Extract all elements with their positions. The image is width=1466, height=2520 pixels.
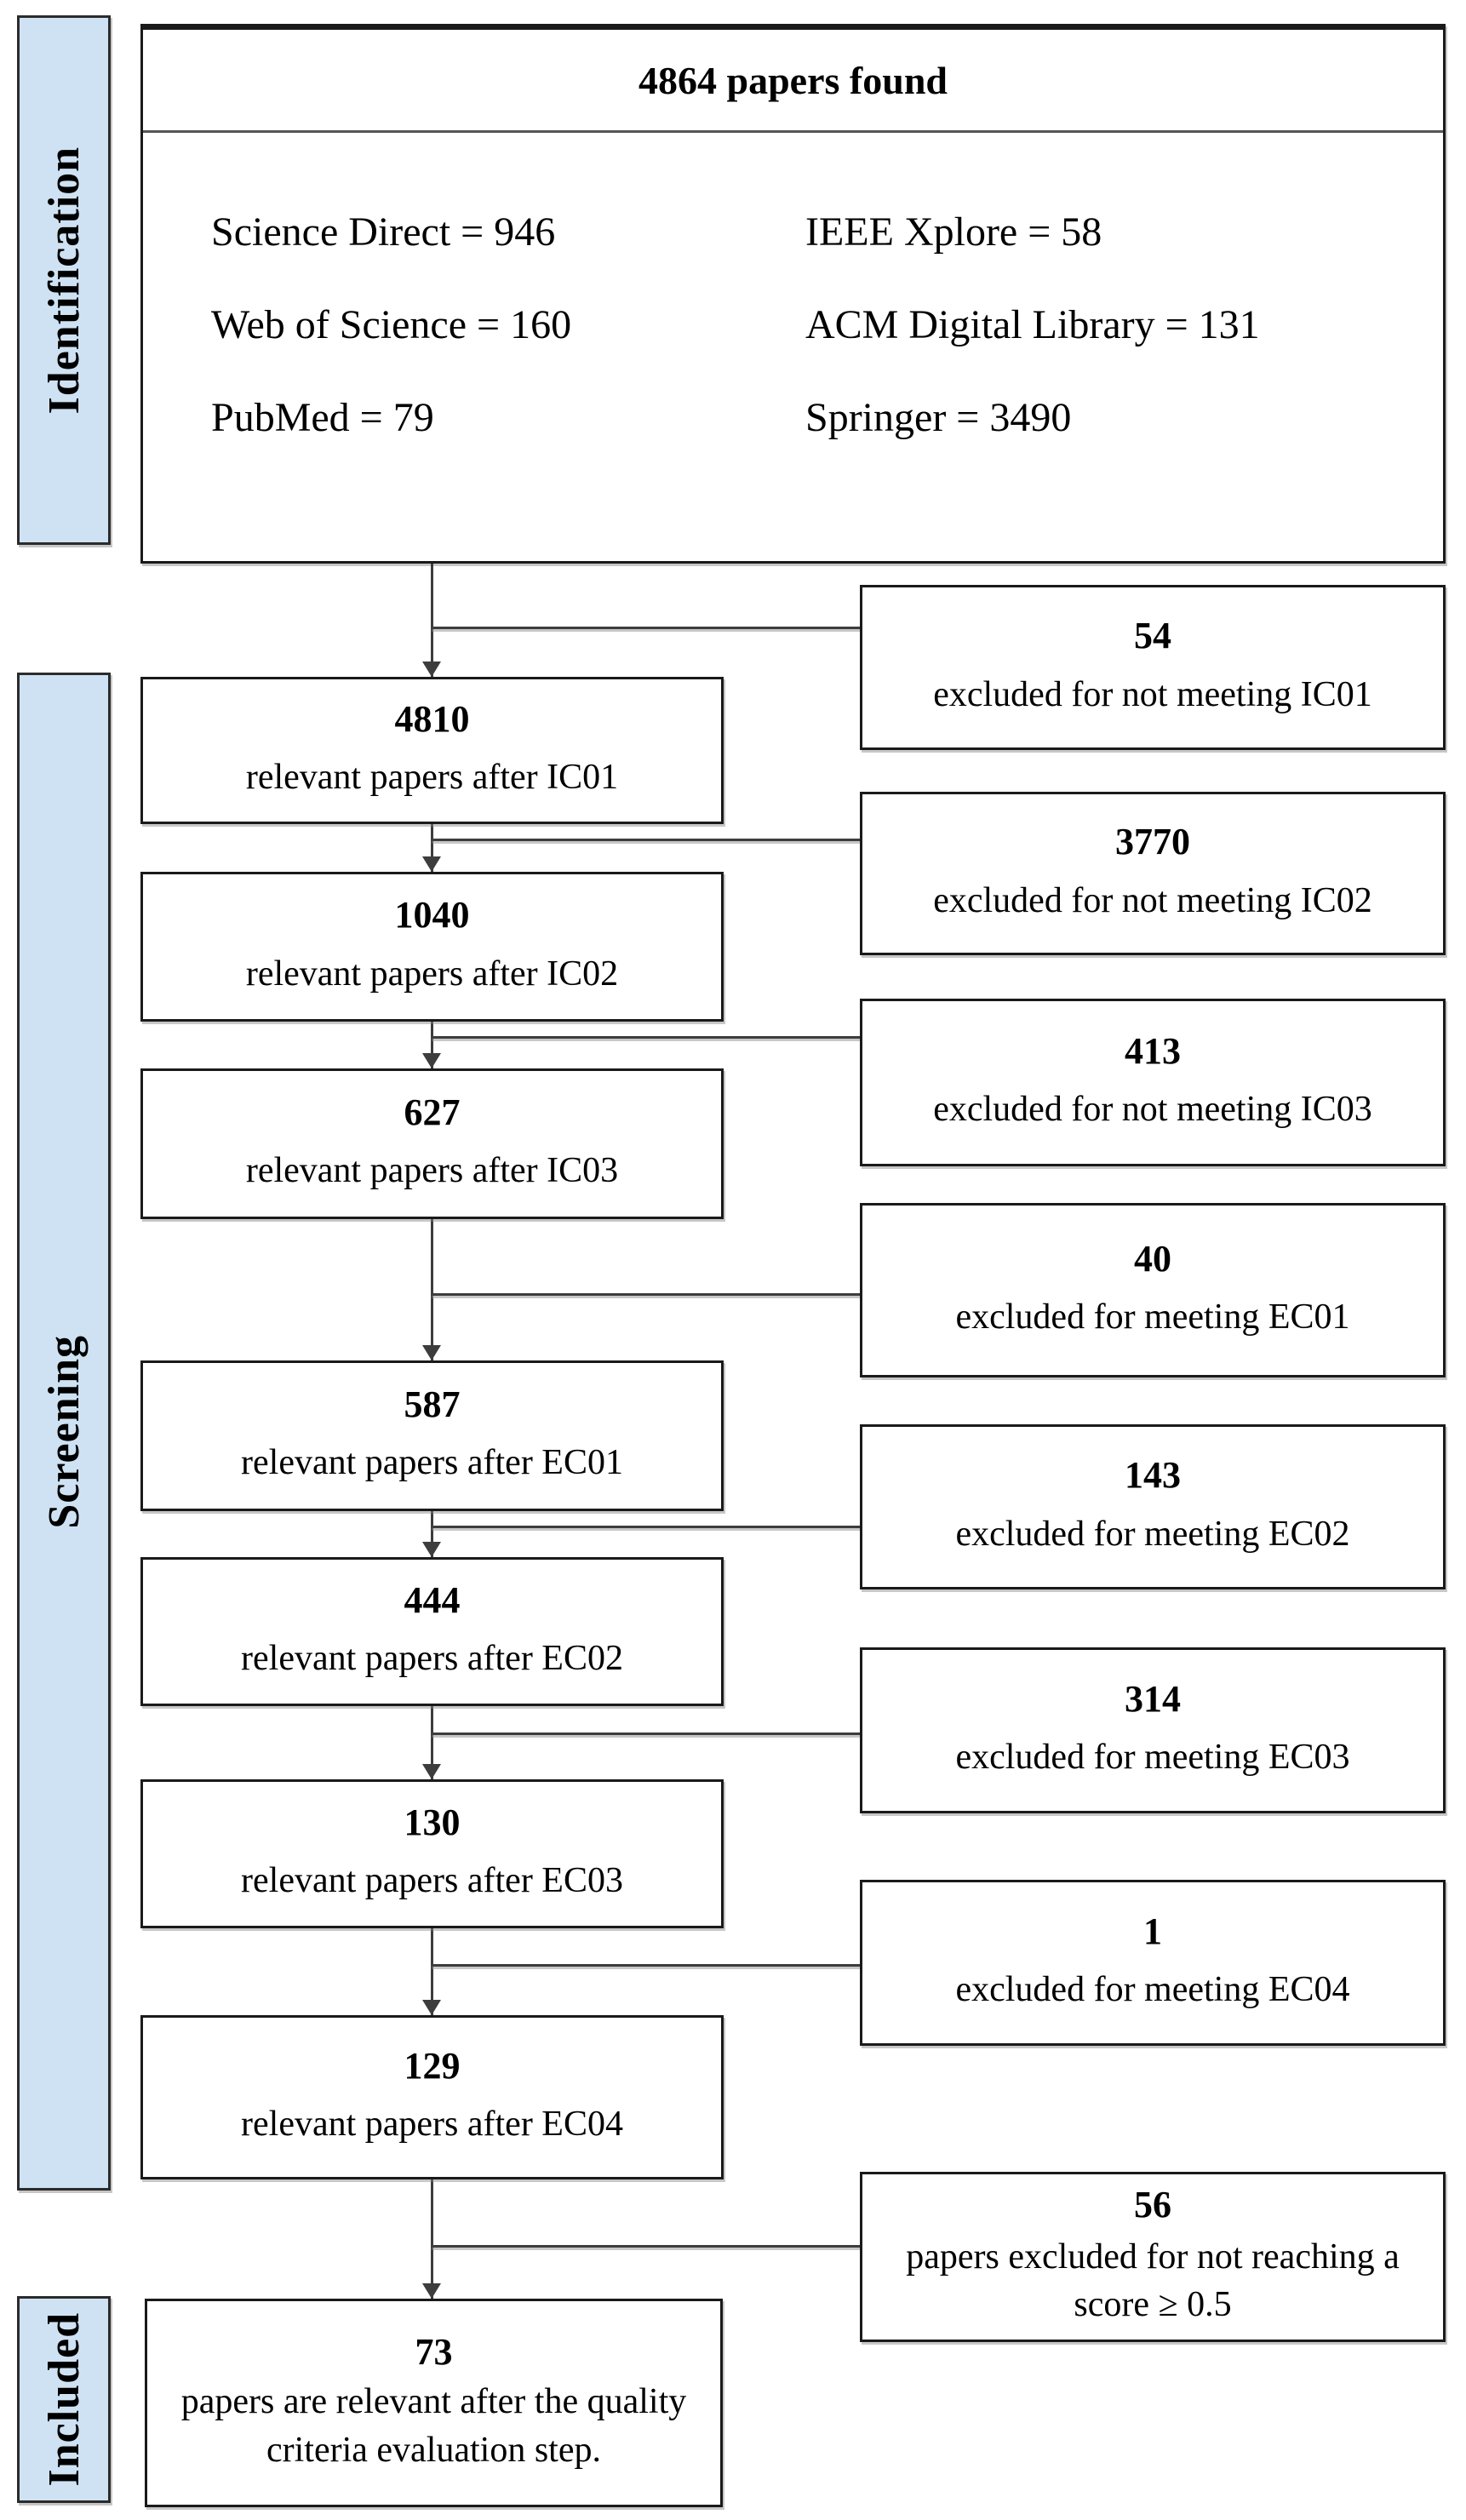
exclusion-box-ec04: 1 excluded for meeting EC04 [860,1880,1446,2046]
arrow-down-icon [422,1345,441,1360]
connector-line [431,1022,433,1068]
connector-line [431,1706,433,1779]
arrow-down-icon [422,856,441,872]
flow-label: relevant papers after EC03 [241,1861,623,1901]
flow-label: relevant papers after IC01 [245,758,619,798]
source-springer: Springer = 3490 [805,394,1072,440]
arrow-down-icon [422,662,441,677]
arrow-down-icon [422,1764,441,1779]
connector-line [431,824,433,872]
source-web-of-science: Web of Science = 160 [211,301,572,347]
exclusion-count: 143 [1125,1454,1181,1497]
source-ieee-xplore: IEEE Xplore = 58 [805,209,1102,255]
flow-box-ec01: 587 relevant papers after EC01 [140,1360,724,1511]
exclusion-label: excluded for not meeting IC02 [933,880,1372,920]
connector-line [431,1928,433,2015]
flow-box-ic03: 627 relevant papers after IC03 [140,1068,724,1219]
exclusion-count: 54 [1134,615,1171,657]
stage-included-label: Included [39,2312,89,2487]
source-pubmed: PubMed = 79 [211,394,434,440]
flow-count: 1040 [394,894,470,936]
branch-line [432,1526,860,1528]
papers-found-box: 4864 papers found Science Direct = 946 W… [140,24,1446,564]
exclusion-box-ec03: 314 excluded for meeting EC03 [860,1647,1446,1813]
exclusion-label: excluded for meeting EC03 [955,1738,1350,1778]
arrow-down-icon [422,2000,441,2015]
source-column-right: IEEE Xplore = 58 ACM Digital Library = 1… [805,209,1260,440]
exclusion-label: papers excluded for not reaching a score… [906,2236,1400,2325]
flow-count: 129 [404,2044,461,2087]
flow-label: relevant papers after EC01 [241,1443,623,1483]
flow-box-ec03: 130 relevant papers after EC03 [140,1779,724,1928]
exclusion-box-ic03: 413 excluded for not meeting IC03 [860,999,1446,1166]
flow-label: relevant papers after EC04 [241,2105,623,2145]
arrow-down-icon [422,2283,441,2299]
flow-count: 627 [404,1091,461,1133]
connector-line [431,2179,433,2299]
exclusion-box-ic02: 3770 excluded for not meeting IC02 [860,792,1446,955]
branch-line [432,1293,860,1296]
source-science-direct: Science Direct = 946 [211,209,556,255]
branch-line [432,627,860,629]
flow-box-ic02: 1040 relevant papers after IC02 [140,872,724,1022]
exclusion-count: 1 [1143,1910,1162,1952]
connector-line [431,1511,433,1557]
arrow-down-icon [422,1053,441,1068]
exclusion-label: excluded for meeting EC02 [955,1514,1350,1554]
flow-label: relevant papers after IC03 [245,1151,619,1191]
exclusion-count: 40 [1134,1237,1171,1280]
stage-identification-label: Identification [39,146,89,415]
flow-label: relevant papers after EC02 [241,1639,623,1679]
papers-found-title: 4864 papers found [143,30,1443,133]
connector-line [431,564,433,677]
exclusion-box-ec02: 143 excluded for meeting EC02 [860,1424,1446,1589]
exclusion-label: excluded for meeting EC04 [955,1970,1350,2010]
stage-screening-label: Screening [39,1334,89,1529]
stage-included: Included [17,2296,111,2503]
exclusion-count: 314 [1125,1677,1181,1720]
exclusion-box-ec01: 40 excluded for meeting EC01 [860,1203,1446,1377]
flow-box-quality: 73 papers are relevant after the quality… [145,2299,723,2507]
branch-line [432,1964,860,1967]
flow-count: 73 [415,2330,453,2373]
flow-box-ic01: 4810 relevant papers after IC01 [140,677,724,824]
branch-line [432,839,860,841]
source-column-left: Science Direct = 946 Web of Science = 16… [211,209,572,440]
flow-count: 587 [404,1383,461,1425]
flow-label: relevant papers after IC02 [245,954,619,994]
arrow-down-icon [422,1542,441,1557]
exclusion-count: 413 [1125,1029,1181,1072]
branch-line [432,2245,860,2248]
connector-line [431,1219,433,1360]
exclusion-label: excluded for not meeting IC03 [933,1090,1372,1130]
flow-label: papers are relevant after the quality cr… [180,2382,687,2470]
flow-box-ec04: 129 relevant papers after EC04 [140,2015,724,2179]
source-acm-digital-library: ACM Digital Library = 131 [805,301,1260,347]
exclusion-count: 3770 [1115,821,1190,863]
flow-count: 4810 [394,697,470,740]
stage-screening: Screening [17,673,111,2191]
exclusion-label: excluded for not meeting IC01 [933,674,1372,714]
exclusion-count: 56 [1134,2184,1171,2226]
flow-box-ec02: 444 relevant papers after EC02 [140,1557,724,1706]
stage-identification: Identification [17,15,111,545]
flow-count: 130 [404,1801,461,1843]
flow-count: 444 [404,1578,461,1621]
exclusion-label: excluded for meeting EC01 [955,1297,1350,1337]
exclusion-box-score: 56 papers excluded for not reaching a sc… [860,2172,1446,2342]
branch-line [432,1732,860,1735]
exclusion-box-ic01: 54 excluded for not meeting IC01 [860,585,1446,750]
branch-line [432,1036,860,1039]
